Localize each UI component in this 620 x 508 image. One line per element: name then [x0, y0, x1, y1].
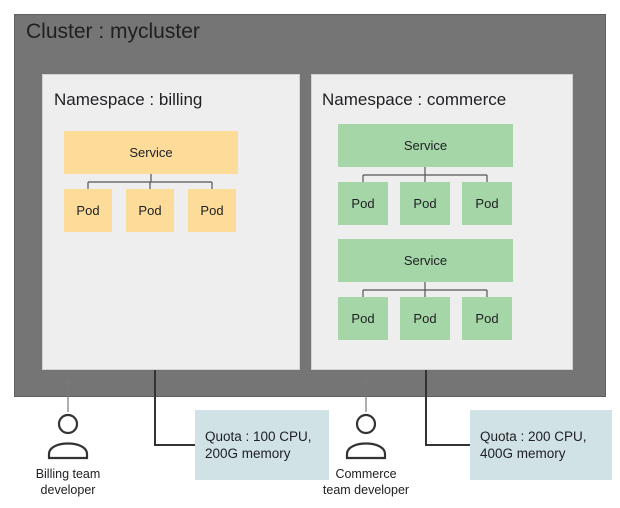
commerce-service-2-pod-2: Pod [400, 297, 450, 340]
commerce-service-2-connector [362, 282, 488, 297]
billing-pod-3: Pod [188, 189, 236, 232]
billing-service-connector [87, 174, 213, 189]
billing-pod-1: Pod [64, 189, 112, 232]
commerce-service-1-pod-3: Pod [462, 182, 512, 225]
person-icon [47, 413, 89, 460]
commerce-developer-arrow [362, 376, 370, 412]
person-icon [345, 413, 387, 460]
billing-developer-arrow [64, 376, 72, 412]
billing-pod-2: Pod [126, 189, 174, 232]
billing-developer-label: Billing team developer [18, 466, 118, 498]
billing-developer-label-line2: developer [40, 483, 96, 497]
commerce-service-1-connector [362, 167, 488, 182]
commerce-service-2-pod-1: Pod [338, 297, 388, 340]
commerce-developer-label-line1: Commerce [335, 467, 397, 481]
billing-developer-label-line1: Billing team [35, 467, 101, 481]
commerce-developer-label: Commerce team developer [306, 466, 426, 498]
commerce-service-2-pod-3: Pod [462, 297, 512, 340]
commerce-developer-label-line2: team developer [322, 483, 410, 497]
commerce-service-2: Service [338, 239, 513, 282]
cluster-title: Cluster : mycluster [26, 20, 200, 43]
commerce-quota-connector [425, 370, 470, 446]
billing-service: Service [64, 131, 238, 174]
quota-billing-line1: Quota : 100 CPU, [205, 429, 312, 444]
quota-billing: Quota : 100 CPU, 200G memory [195, 410, 329, 480]
quota-billing-line2: 200G memory [205, 446, 291, 461]
quota-commerce: Quota : 200 CPU, 400G memory [470, 410, 612, 480]
commerce-service-1-pod-2: Pod [400, 182, 450, 225]
quota-commerce-line2: 400G memory [480, 446, 566, 461]
commerce-service-1: Service [338, 124, 513, 167]
commerce-service-1-pod-1: Pod [338, 182, 388, 225]
namespace-billing-title: Namespace : billing [54, 90, 203, 109]
quota-commerce-line1: Quota : 200 CPU, [480, 429, 587, 444]
namespace-commerce-title: Namespace : commerce [322, 90, 507, 109]
billing-quota-connector [154, 370, 195, 446]
